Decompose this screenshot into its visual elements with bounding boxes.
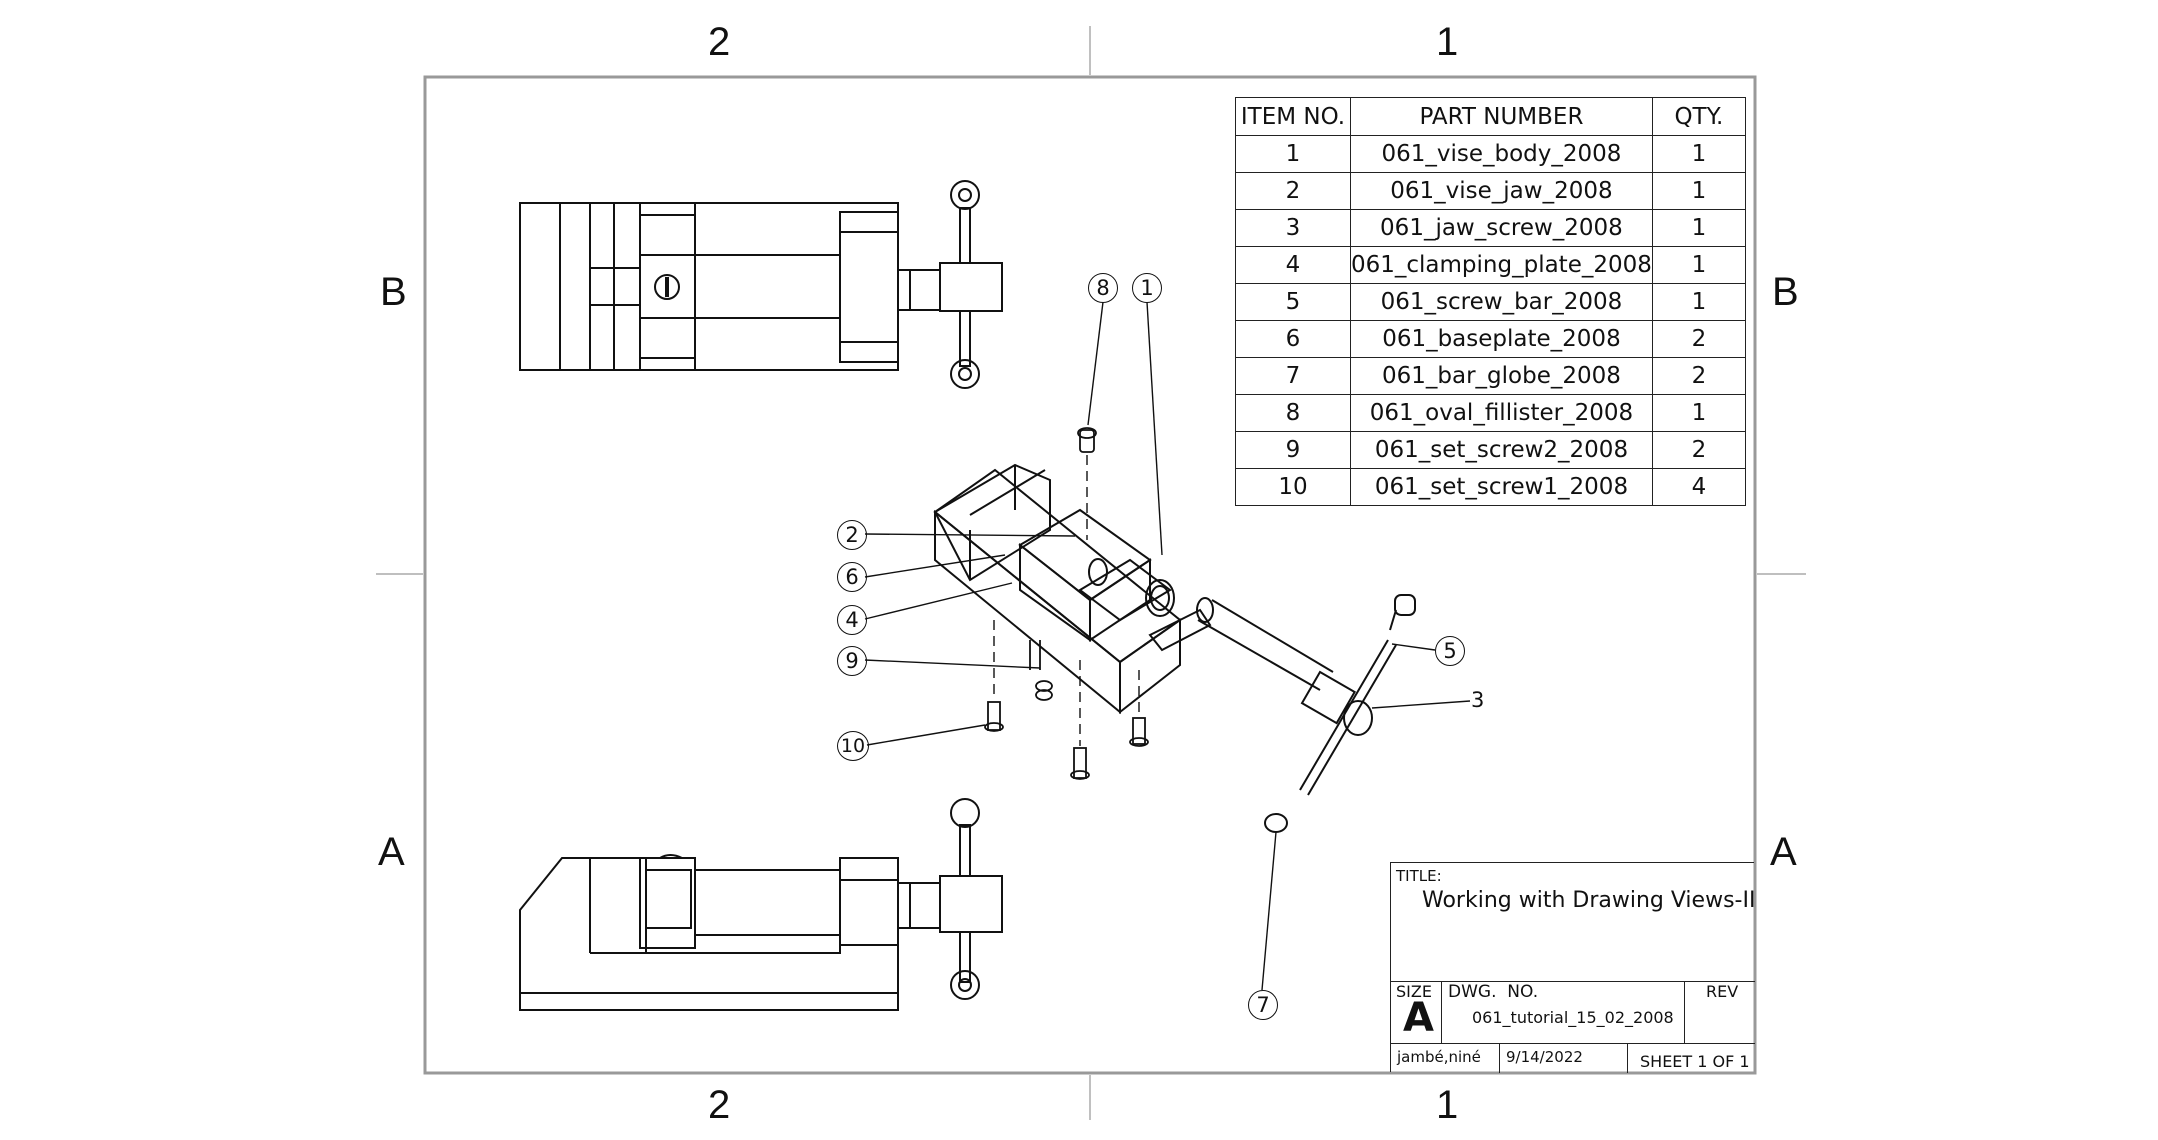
bom-qty: 1 [1651, 172, 1746, 210]
bom-item-no: 1 [1235, 135, 1351, 173]
bom-part-number: 061_bar_globe_2008 [1350, 357, 1653, 395]
title-block-vdivider-author [1499, 1043, 1500, 1073]
bom-item-no: 6 [1235, 320, 1351, 358]
bom-qty: 1 [1651, 246, 1746, 284]
balloon-4: 4 [837, 605, 867, 635]
bom-item-no: 4 [1235, 246, 1351, 284]
bom-part-number: 061_vise_jaw_2008 [1350, 172, 1653, 210]
bom-part-number: 061_clamping_plate_2008 [1350, 246, 1653, 284]
rev-label: REV [1706, 982, 1739, 1001]
bom-qty: 2 [1651, 320, 1746, 358]
bom-item-no: 3 [1235, 209, 1351, 247]
drawing-title: Working with Drawing Views-II [1422, 888, 1756, 913]
zone-label-bottom-2: 2 [708, 1083, 731, 1127]
balloon-7: 7 [1248, 990, 1278, 1020]
title-block-vdivider-sheet [1627, 1043, 1628, 1073]
bom-qty: 1 [1651, 135, 1746, 173]
bom-part-number: 061_screw_bar_2008 [1350, 283, 1653, 321]
zone-label-bottom-1: 1 [1436, 1083, 1459, 1127]
balloon-9: 9 [837, 646, 867, 676]
title-block-vdivider-size [1441, 981, 1442, 1043]
zone-label-left-A: A [378, 830, 405, 874]
bom-qty: 2 [1651, 431, 1746, 469]
sheet-number: SHEET 1 OF 1 [1640, 1052, 1750, 1071]
sheet-size: A [1403, 995, 1434, 1041]
bom-part-number: 061_oval_fillister_2008 [1350, 394, 1653, 432]
zone-label-right-B: B [1772, 270, 1799, 314]
bom-header-item-no: ITEM NO. [1235, 97, 1351, 136]
balloon-8: 8 [1088, 273, 1118, 303]
bom-qty: 1 [1651, 394, 1746, 432]
balloon-10: 10 [837, 731, 869, 761]
size-label: SIZE [1396, 982, 1432, 1001]
bom-part-number: 061_set_screw2_2008 [1350, 431, 1653, 469]
balloon-5: 5 [1435, 636, 1465, 666]
bom-qty: 1 [1651, 283, 1746, 321]
dwg-no-label: DWG. NO. [1448, 982, 1539, 1002]
balloon-6: 6 [837, 562, 867, 592]
bom-qty: 1 [1651, 209, 1746, 247]
bom-header-row: ITEM NO. PART NUMBER QTY. [1235, 97, 1746, 136]
bom-item-no: 7 [1235, 357, 1351, 395]
zone-label-left-B: B [380, 270, 407, 314]
zone-label-top-2: 2 [708, 20, 731, 64]
bom-part-number: 061_vise_body_2008 [1350, 135, 1653, 173]
top-view [519, 180, 1003, 389]
label-3: 3 [1471, 688, 1485, 712]
title-block-divider-2 [1391, 1043, 1755, 1044]
title-block-vdivider-rev [1684, 981, 1685, 1043]
bom-qty: 4 [1651, 468, 1746, 506]
front-view [519, 798, 1003, 1011]
title-block-divider-1 [1391, 981, 1755, 982]
bom-qty: 2 [1651, 357, 1746, 395]
bom-item-no: 5 [1235, 283, 1351, 321]
balloon-2: 2 [837, 520, 867, 550]
bom-part-number: 061_jaw_screw_2008 [1350, 209, 1653, 247]
isometric-exploded-view [864, 301, 1471, 991]
author-name: jambé,niné [1397, 1048, 1481, 1066]
zone-label-right-A: A [1770, 830, 1797, 874]
title-label: TITLE: [1396, 867, 1442, 885]
title-block [1390, 862, 1755, 1073]
bom-header-qty: QTY. [1651, 97, 1746, 136]
bom-item-no: 10 [1235, 468, 1351, 506]
sheet-frame [376, 26, 1806, 1120]
zone-label-top-1: 1 [1436, 20, 1459, 64]
bom-part-number: 061_set_screw1_2008 [1350, 468, 1653, 506]
bom-item-no: 9 [1235, 431, 1351, 469]
bom-item-no: 2 [1235, 172, 1351, 210]
bom-header-part-number: PART NUMBER [1350, 97, 1653, 136]
bom-item-no: 8 [1235, 394, 1351, 432]
balloon-1: 1 [1132, 273, 1162, 303]
drawing-number: 061_tutorial_15_02_2008 [1472, 1008, 1674, 1027]
bom-part-number: 061_baseplate_2008 [1350, 320, 1653, 358]
drawing-date: 9/14/2022 [1506, 1048, 1583, 1066]
